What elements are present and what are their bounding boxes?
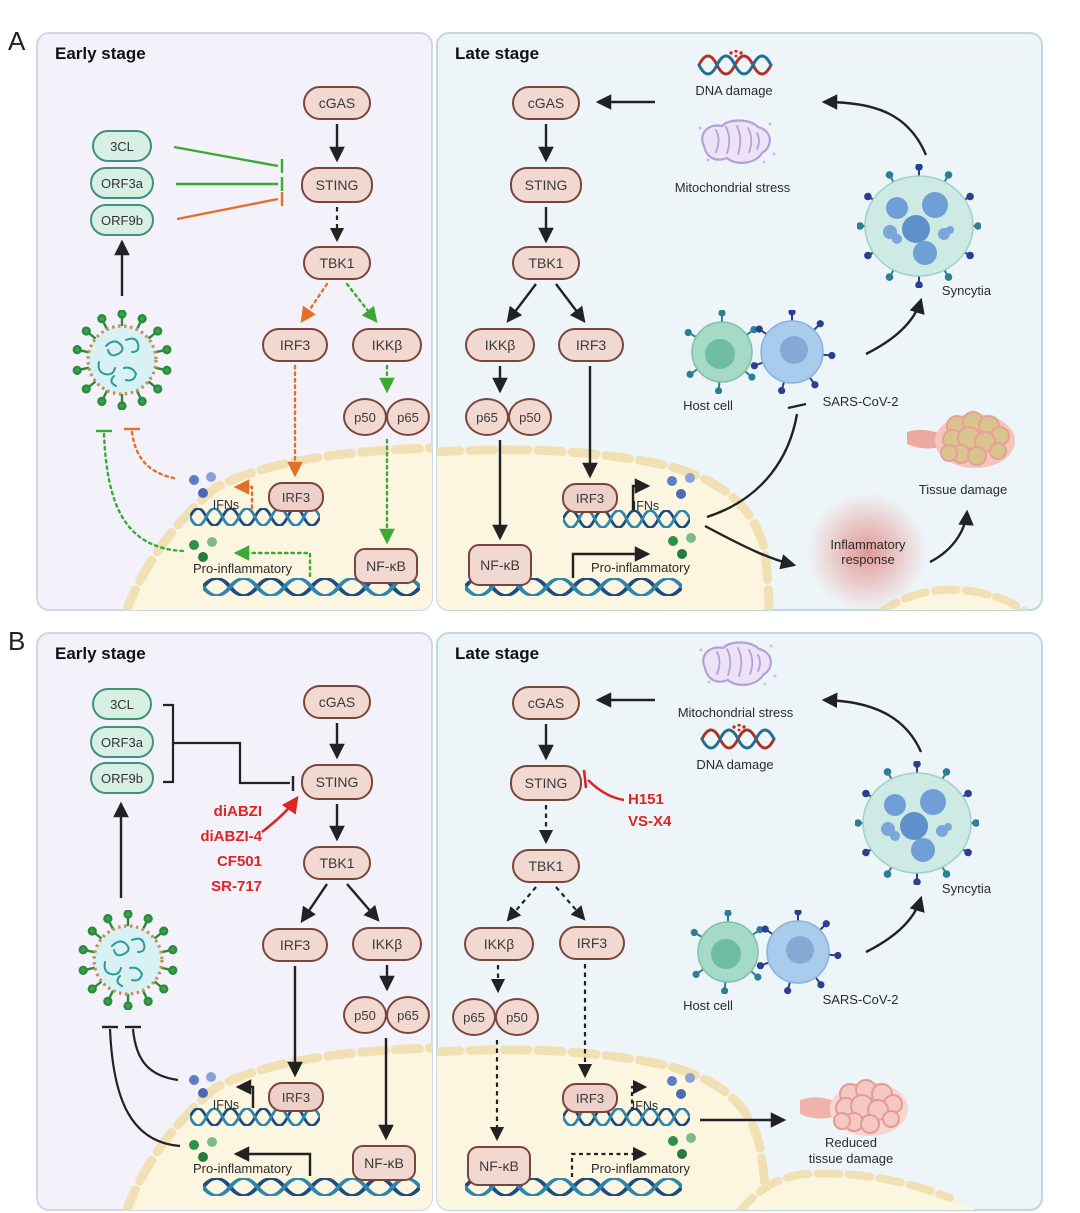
node-cgas-b-early: cGAS xyxy=(303,685,371,719)
drug-sr717: SR-717 xyxy=(211,878,262,895)
node-p65-b-late: p65 xyxy=(452,998,496,1036)
ifn-dots-b-late xyxy=(667,1073,695,1099)
node-tbk1-a-late: TBK1 xyxy=(512,246,580,280)
node-cgas-a-late: cGAS xyxy=(512,86,580,120)
label-ifns-b-early: IFNs xyxy=(212,1098,240,1112)
node-tbk1-b-early: TBK1 xyxy=(303,846,371,880)
node-p50-b-early: p50 xyxy=(343,996,387,1034)
node-irf3-nuclear-b-late: IRF3 xyxy=(562,1083,618,1113)
panel-b-letter: B xyxy=(8,626,26,656)
ifn-dots-a-late xyxy=(667,473,695,499)
node-sting-a-early: STING xyxy=(301,167,373,203)
node-cgas-a-early: cGAS xyxy=(303,86,371,120)
proinf-dots-b-late xyxy=(668,1133,696,1159)
label-proinflammatory-a-late: Pro-inflammatory xyxy=(591,560,690,575)
drug-h151: H151 xyxy=(628,791,664,808)
drug-diabzi4: diABZI-4 xyxy=(200,828,262,845)
label-syncytia-b: Syncytia xyxy=(941,881,992,896)
label-ifns-a-early: IFNs xyxy=(212,498,240,512)
label-sars-cov2-b: SARS-CoV-2 xyxy=(822,992,899,1007)
label-mito-stress-a: Mitochondrial stress xyxy=(674,180,791,195)
node-p65-a-early: p65 xyxy=(386,398,430,436)
label-host-cell-b: Host cell xyxy=(683,998,733,1013)
node-sting-b-late: STING xyxy=(510,765,582,801)
panel-a-letter: A xyxy=(8,26,26,56)
arrows-a-early xyxy=(96,124,395,578)
node-irf3-b-late: IRF3 xyxy=(559,926,625,960)
label-ifns-a-late: IFNs xyxy=(632,499,660,513)
ifn-dots-b-early xyxy=(189,1072,216,1098)
node-irf3-nuclear-a-early: IRF3 xyxy=(268,482,324,512)
arrows-b-early xyxy=(102,703,395,1176)
node-nfkb-a-late: NF-κB xyxy=(468,544,532,586)
arrows-b-late xyxy=(489,692,925,1177)
label-reduced-line2: tissue damage xyxy=(808,1151,894,1166)
label-host-cell-a: Host cell xyxy=(683,398,733,413)
label-syncytia-a: Syncytia xyxy=(941,283,992,298)
ifn-dots-a-early xyxy=(189,472,216,498)
node-ikkb-a-late: IKKβ xyxy=(465,328,535,362)
node-ikkb-b-late: IKKβ xyxy=(464,927,534,961)
proinf-dots-b-early xyxy=(189,1137,217,1162)
node-p65-a-late: p65 xyxy=(465,398,509,436)
arrows-a-late xyxy=(492,94,974,578)
node-irf3-nuclear-a-late: IRF3 xyxy=(562,483,618,513)
title-b-early: Early stage xyxy=(55,644,146,663)
label-mito-stress-b: Mitochondrial stress xyxy=(677,705,794,720)
title-a-late: Late stage xyxy=(455,44,540,63)
proinf-dots-a-early xyxy=(189,537,217,562)
node-p50-a-early: p50 xyxy=(343,398,387,436)
label-dna-damage-a: DNA damage xyxy=(695,83,773,98)
node-orf9b-b: ORF9b xyxy=(90,762,154,794)
node-p65-b-early: p65 xyxy=(386,996,430,1034)
inflammation-glow xyxy=(807,492,927,612)
drug-cf501: CF501 xyxy=(216,853,262,870)
node-nfkb-b-late: NF-κB xyxy=(467,1146,531,1186)
node-nfkb-b-early: NF-κB xyxy=(352,1145,416,1181)
node-nfkb-a-early: NF-κB xyxy=(354,548,418,584)
label-ifns-b-late: IFNs xyxy=(631,1099,659,1113)
node-irf3-a-early: IRF3 xyxy=(262,328,328,362)
node-3cl-b: 3CL xyxy=(92,688,152,720)
node-orf3a-a: ORF3a xyxy=(90,167,154,199)
label-proinflammatory-b-early: Pro-inflammatory xyxy=(193,1161,292,1176)
label-reduced-line1: Reduced xyxy=(824,1135,878,1150)
node-irf3-b-early: IRF3 xyxy=(262,928,328,962)
node-irf3-nuclear-b-early: IRF3 xyxy=(268,1082,324,1112)
node-orf9b-a: ORF9b xyxy=(90,204,154,236)
label-inflammatory-response: Inflammatory response xyxy=(830,537,906,567)
label-proinflammatory-b-late: Pro-inflammatory xyxy=(591,1161,690,1176)
node-p50-a-late: p50 xyxy=(508,398,552,436)
label-tissue-damage: Tissue damage xyxy=(918,482,1008,497)
label-proinflammatory-a-early: Pro-inflammatory xyxy=(193,561,292,576)
node-tbk1-a-early: TBK1 xyxy=(303,246,371,280)
node-3cl-a: 3CL xyxy=(92,130,152,162)
drug-diabzi: diABZI xyxy=(213,803,262,820)
title-b-late: Late stage xyxy=(455,644,540,663)
proinf-dots-a-late xyxy=(668,533,696,559)
node-sting-b-early: STING xyxy=(301,764,373,800)
drug-vsx4: VS-X4 xyxy=(628,813,672,830)
node-ikkb-b-early: IKKβ xyxy=(352,927,422,961)
label-dna-damage-b: DNA damage xyxy=(696,757,774,772)
node-cgas-b-late: cGAS xyxy=(512,686,580,720)
node-p50-b-late: p50 xyxy=(495,998,539,1036)
node-ikkb-a-early: IKKβ xyxy=(352,328,422,362)
node-orf3a-b: ORF3a xyxy=(90,726,154,758)
title-a-early: Early stage xyxy=(55,44,146,63)
node-tbk1-b-late: TBK1 xyxy=(512,849,580,883)
node-irf3-a-late: IRF3 xyxy=(558,328,624,362)
label-sars-cov2-a: SARS-CoV-2 xyxy=(822,394,899,409)
node-sting-a-late: STING xyxy=(510,167,582,203)
